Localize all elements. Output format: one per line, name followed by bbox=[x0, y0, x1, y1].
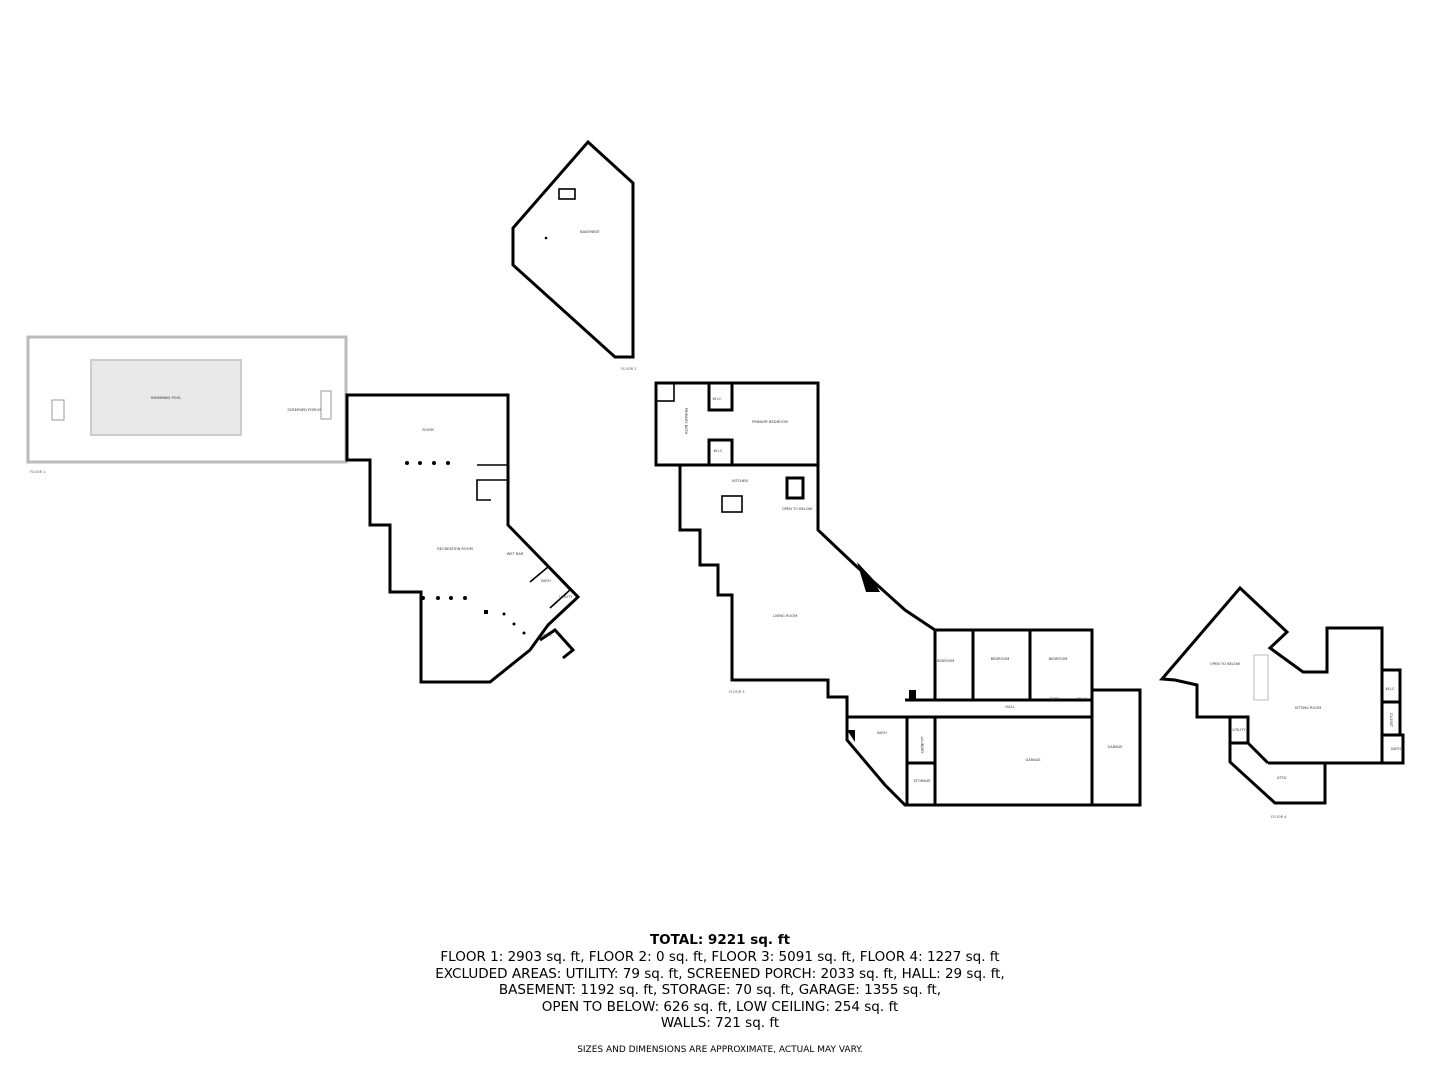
window-well bbox=[558, 188, 576, 200]
room-label: RECREATION ROOM bbox=[437, 547, 472, 551]
floor-label: FLOOR 4 bbox=[1271, 815, 1287, 819]
room-label: CLOSET bbox=[1389, 713, 1393, 728]
room-label: BEDROOM bbox=[936, 659, 955, 663]
room-label: W.I.C bbox=[714, 449, 723, 453]
floor-4-plan: OPEN TO BELOW SITTING ROOM W.I.C CLOSET … bbox=[1158, 585, 1405, 819]
room-label: STORAGE bbox=[913, 779, 931, 783]
floor-3-plan: PRIMARY BATH W.I.C PRIMARY BEDROOM W.I.C… bbox=[654, 381, 1142, 807]
floor-1-plan: SWIMMING POOL SCREENED PORCH FLOOR 1 ROO… bbox=[26, 335, 581, 684]
swimming-pool bbox=[90, 359, 242, 436]
room-label: HALL bbox=[1005, 705, 1014, 709]
room-label: SWIMMING POOL bbox=[151, 396, 182, 400]
area-line: EXCLUDED AREAS: UTILITY: 79 sq. ft, SCRE… bbox=[435, 965, 1005, 982]
area-line: WALLS: 721 sq. ft bbox=[660, 1015, 780, 1031]
room-label: W.I.C bbox=[713, 397, 722, 401]
room-label: UTILITY bbox=[1232, 728, 1246, 732]
room-label: GARAGE bbox=[1025, 758, 1041, 762]
room-label: HALL bbox=[542, 633, 551, 637]
room-label: BEDROOM bbox=[991, 657, 1010, 661]
floor-2-plan: BASEMENT FLOOR 2 bbox=[511, 139, 637, 371]
room-label: ATTIC bbox=[1277, 776, 1288, 780]
room-label: KITCHEN bbox=[732, 479, 748, 483]
area-line: OPEN TO BELOW: 626 sq. ft, LOW CEILING: … bbox=[541, 998, 899, 1015]
area-breakdown: FLOOR 1: 2903 sq. ft, FLOOR 2: 0 sq. ft,… bbox=[0, 949, 1440, 1032]
room-label: PRIMARY BEDROOM bbox=[752, 420, 788, 424]
room-label: W.I.C bbox=[1386, 687, 1395, 691]
total-area: TOTAL: 9221 sq. ft bbox=[649, 932, 791, 948]
room-label: LIVING ROOM bbox=[773, 614, 797, 618]
room-label: BATH bbox=[1391, 747, 1401, 751]
room-label: W.I.C bbox=[1078, 697, 1087, 701]
room-label: GARAGE bbox=[1107, 745, 1123, 749]
disclaimer: SIZES AND DIMENSIONS ARE APPROXIMATE, AC… bbox=[577, 1045, 863, 1055]
room-label: ROOM bbox=[422, 428, 433, 432]
area-line: BASEMENT: 1192 sq. ft, STORAGE: 70 sq. f… bbox=[498, 982, 942, 998]
room-label: SCREENED PORCH bbox=[287, 408, 321, 412]
room-label: OPEN TO BELOW bbox=[1210, 662, 1241, 666]
room-label: PRIMARY BATH bbox=[684, 408, 688, 435]
room-label: BATH bbox=[541, 579, 551, 583]
room-label: OPEN TO BELOW bbox=[782, 507, 813, 511]
room-label: BASEMENT bbox=[580, 230, 601, 234]
floor-label: FLOOR 2 bbox=[621, 367, 637, 371]
room-label: WET BAR bbox=[507, 552, 524, 556]
floor-label: FLOOR 3 bbox=[729, 690, 745, 694]
room-label: BEDROOM bbox=[1049, 657, 1068, 661]
room-label: BATH bbox=[877, 731, 887, 735]
room-label: BATH bbox=[1050, 697, 1060, 701]
room-label: LAUNDRY bbox=[920, 736, 924, 754]
room-label: SITTING ROOM bbox=[1295, 706, 1322, 710]
floor-label: FLOOR 1 bbox=[30, 470, 46, 474]
room-label: UTILITY bbox=[559, 595, 573, 599]
area-line: FLOOR 1: 2903 sq. ft, FLOOR 2: 0 sq. ft,… bbox=[440, 949, 1000, 965]
